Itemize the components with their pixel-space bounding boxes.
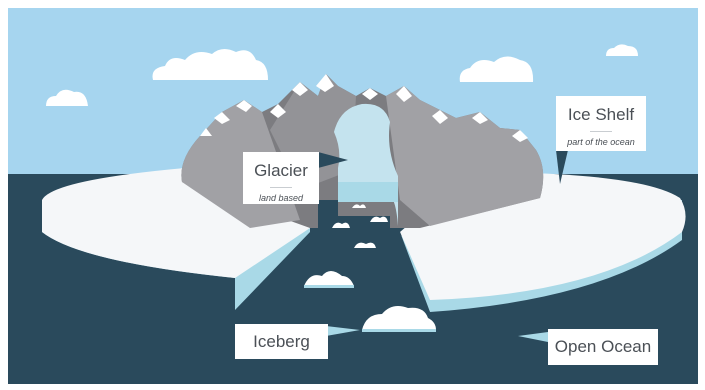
divider: [270, 187, 292, 188]
glacier-subtitle: land based: [243, 193, 319, 204]
glacier-title: Glacier: [243, 161, 319, 181]
glacier-label: Glacier land based: [243, 152, 319, 204]
iceberg-title: Iceberg: [235, 332, 328, 352]
glacier-front: [338, 182, 398, 202]
open-ocean-title: Open Ocean: [548, 337, 658, 357]
ice-shelf-title: Ice Shelf: [556, 105, 646, 125]
iceberg-label: Iceberg: [235, 324, 328, 359]
ice-shelf-subtitle: part of the ocean: [556, 137, 646, 148]
open-ocean-label: Open Ocean: [548, 329, 658, 365]
divider: [590, 131, 612, 132]
ice-shelf-label: Ice Shelf part of the ocean: [556, 96, 646, 151]
